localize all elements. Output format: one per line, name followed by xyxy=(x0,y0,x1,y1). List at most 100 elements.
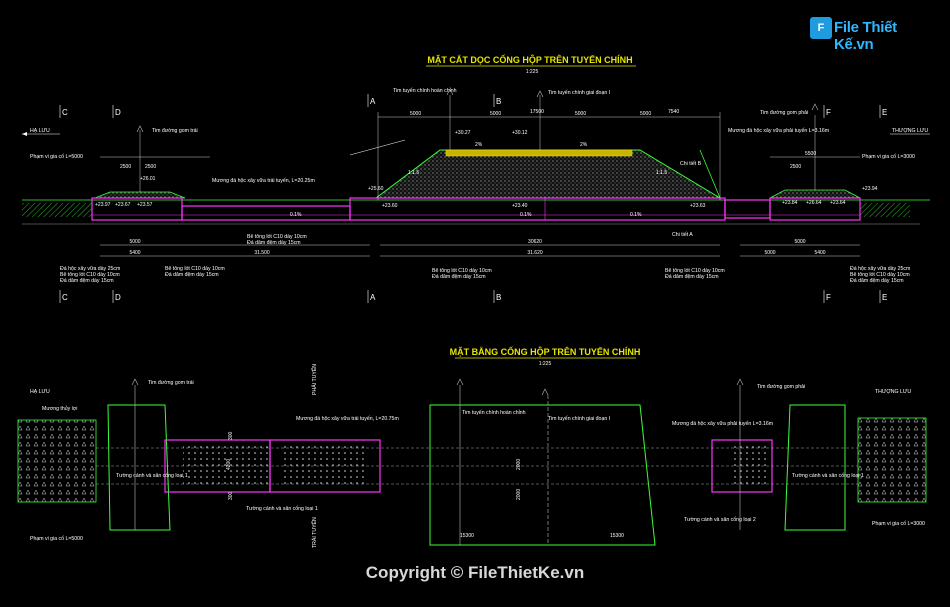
be-tong-left: Bê tông lót C10 dày 10cm xyxy=(60,272,120,278)
plan-dim-0: 15300 xyxy=(460,533,474,539)
dim-top-3: 5000 xyxy=(575,111,586,117)
da-dam-right: Đá dăm đệm dày 15cm xyxy=(850,278,904,284)
tim-duong-gom-trai: Tim đường gom trái xyxy=(152,128,198,134)
plan-thuong-luu: THƯỢNG LƯU xyxy=(875,389,911,395)
dim-top-0: 5000 xyxy=(410,111,421,117)
dim-top-2: 17500 xyxy=(530,109,544,115)
section-e-top: E xyxy=(882,108,887,117)
tim-duong-gom-phai: Tim đường gom phải xyxy=(760,110,808,116)
muong-trai: Mương đá hộc xây vữa trái tuyến, L=20.25… xyxy=(212,178,315,184)
slope-2: 0.1% xyxy=(630,212,642,218)
dim-top-4: 5000 xyxy=(640,111,651,117)
plan-culvert-lines xyxy=(96,447,858,485)
pham-vi-left: Phạm vi gia cố L=5000 xyxy=(30,154,83,160)
dim-bot-2: 31.500 xyxy=(254,250,270,256)
section-b-top: B xyxy=(496,97,501,106)
thuong-luu-label: THƯỢNG LƯU xyxy=(892,128,928,134)
dim-bot-6: 5000 xyxy=(764,250,775,256)
left-road-fill xyxy=(94,191,186,199)
embankment-fill xyxy=(374,149,722,199)
filethietke-logo: F File Thiết Kế.vn xyxy=(808,13,926,53)
copyright-watermark: Copyright © FileThietKe.vn xyxy=(365,563,585,582)
plan-ha-luu: HẠ LƯU xyxy=(30,389,50,395)
pavement-layer xyxy=(445,149,633,157)
plan-main-road xyxy=(429,404,656,546)
chi-tiet-b: Chi tiết B xyxy=(680,161,702,167)
pham-vi-right: Phạm vi gia cố L=3000 xyxy=(862,154,915,160)
elev-4: +25.60 xyxy=(368,186,384,192)
dim-top-8: 2500 xyxy=(790,164,801,170)
dim-bot-0: 30620 xyxy=(528,239,542,245)
tim-tuyen-giai-doan: Tim tuyến chính giai đoạn I xyxy=(548,90,610,96)
plan-tuong-canh-4: Tường cánh và sân cống loại 1 xyxy=(792,473,864,479)
chi-tiet-a: Chi tiết A xyxy=(672,232,693,238)
section-f-bottom: F xyxy=(826,293,831,302)
elev-9: +23.63 xyxy=(690,203,706,209)
da-dam-left2: Đá dăm đệm dày 15cm xyxy=(165,272,219,278)
plan-tim-giai-doan: Tim tuyến chính giai đoạn I xyxy=(548,416,610,422)
plan-centerline-symbols xyxy=(131,378,744,545)
section-e-bottom: E xyxy=(882,293,887,302)
plan-tuong-canh-3: Tường cánh và sân cống loại 2 xyxy=(684,517,756,523)
section-f-top: F xyxy=(826,108,831,117)
plan-muong-phai: Mương đá hộc xây vữa phải tuyến L=3.16m xyxy=(672,421,773,427)
right-road-fill xyxy=(769,189,861,199)
plan-section: MẶT BẰNG CỐNG HỘP TRÊN TUYẾN CHÍNH 1:225… xyxy=(17,346,927,548)
arrow-left-icon xyxy=(22,132,27,136)
plan-tim-gom-trai: Tim đường gom trái xyxy=(148,380,194,386)
plan-dim-2: 4200 xyxy=(226,459,232,470)
slope-5: 1:1.5 xyxy=(408,170,419,176)
section-b-bottom: B xyxy=(496,293,501,302)
elev-2: +23.57 xyxy=(137,202,153,208)
dim-top-5: 7540 xyxy=(668,109,679,115)
elev-10: +23.84 xyxy=(782,200,798,206)
dim-top-1: 5000 xyxy=(490,111,501,117)
elev-6: +23.40 xyxy=(512,203,528,209)
slope-3: 2% xyxy=(580,142,588,148)
logo-text: File Thiết Kế.vn xyxy=(834,19,897,53)
plan-right-road xyxy=(784,404,846,531)
plan-dim-1: 15300 xyxy=(610,533,624,539)
plan-right-apron xyxy=(857,417,927,503)
elev-7: +30.27 xyxy=(455,130,471,136)
elev-3: +26.01 xyxy=(140,176,156,182)
da-dam-left: Đá dăm đệm dày 15cm xyxy=(60,278,114,284)
da-hoc-left: Đá hộc xây vữa dày 25cm xyxy=(60,266,120,272)
culvert-box-profile xyxy=(91,197,861,221)
plan-tim-gom-phai: Tim đường gom phải xyxy=(757,384,805,390)
plan-pham-vi-left: Phạm vi gia cố L=5000 xyxy=(30,536,83,542)
plan-tuong-canh-1: Tường cánh và sân cống loại 1 xyxy=(116,473,188,479)
elev-8: +30.12 xyxy=(512,130,528,136)
slope-0: 0.1% xyxy=(290,212,302,218)
elev-12: +23.64 xyxy=(830,200,846,206)
dim-top-7: 2500 xyxy=(145,164,156,170)
plan-left-apron xyxy=(17,419,97,503)
profile-title: MẶT CẮT DỌC CỐNG HỘP TRÊN TUYẾN CHÍNH xyxy=(427,54,632,65)
right-apron xyxy=(860,203,910,217)
be-tong-right: Bê tông lót C10 dày 10cm xyxy=(850,272,910,278)
elevation-marks: +23.97 +23.67 +23.57 +26.01 +25.60 +23.6… xyxy=(95,130,878,209)
section-a-bottom: A xyxy=(370,293,376,302)
tim-tuyen-hoan-chinh: Tim tuyến chính hoàn chỉnh xyxy=(393,87,457,94)
plan-dim-5: 300 xyxy=(228,431,234,440)
section-d-top: D xyxy=(115,108,121,117)
dim-bot-4: 5000 xyxy=(129,239,140,245)
dim-top-9: 5500 xyxy=(805,151,816,157)
dim-bot-5: 5000 xyxy=(794,239,805,245)
be-tong-2: Bê tông lót C10 dày 10cm xyxy=(432,268,492,274)
elev-13: +23.94 xyxy=(862,186,878,192)
elev-5: +23.60 xyxy=(382,203,398,209)
plan-trai-tuyen: TRÁI TUYẾN xyxy=(311,517,318,548)
da-hoc-right: Đá hộc xây vữa dày 25cm xyxy=(850,266,910,272)
elev-0: +23.97 xyxy=(95,202,111,208)
centerline-symbols xyxy=(136,88,819,133)
plan-muong-trai: Mương đá hộc xây vữa trái tuyến, L=20.75… xyxy=(296,416,399,422)
plan-phai-tuyen: PHẢI TUYẾN xyxy=(311,364,318,395)
logo-mark-icon: F xyxy=(810,17,832,39)
plan-muong-thuy-loi: Mương thủy lợi xyxy=(42,405,77,412)
dimension-lines xyxy=(100,95,860,257)
dim-bot-1: 31.620 xyxy=(527,250,543,256)
section-markers-top: C D A B F E C D A B F E xyxy=(59,94,887,303)
elev-1: +23.67 xyxy=(115,202,131,208)
profile-scale: 1:225 xyxy=(526,69,539,75)
